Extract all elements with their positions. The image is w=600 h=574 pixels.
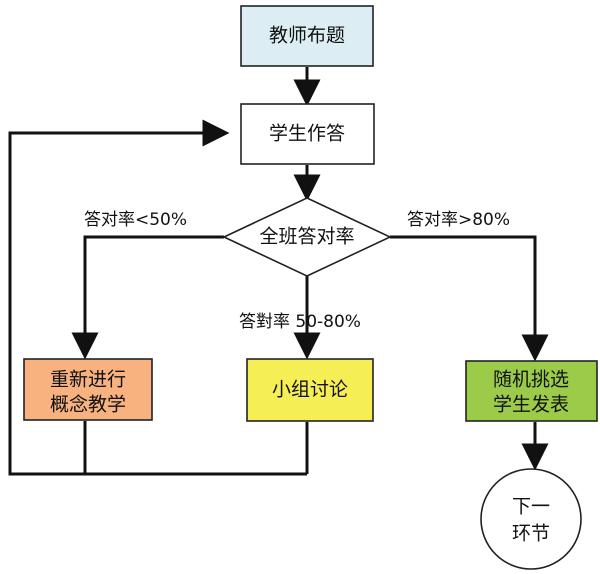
arrow-decision-to-reteach xyxy=(71,235,224,360)
edge-label-high-accuracy: 答对率>80% xyxy=(407,210,510,230)
arrow-loop-back-to-answer xyxy=(8,119,307,476)
class-accuracy-label: 全班答对率 xyxy=(259,226,354,248)
node-class-accuracy-decision: 全班答对率 xyxy=(222,197,392,277)
node-reteach-concept: 重新进行 概念教学 xyxy=(23,358,153,421)
students-answer-label: 学生作答 xyxy=(269,123,345,145)
teacher-assigns-box xyxy=(240,5,374,67)
next-step-label-line-2: 环节 xyxy=(512,523,550,545)
random-present-label-line-1: 随机挑选 xyxy=(493,369,569,391)
node-next-step: 下一 环节 xyxy=(480,468,582,570)
teacher-assigns-label: 教师布题 xyxy=(269,25,345,47)
group-discussion-label: 小组讨论 xyxy=(272,379,348,401)
node-students-answer: 学生作答 xyxy=(240,103,375,165)
connector-lines xyxy=(8,67,549,476)
random-present-label-line-2: 学生发表 xyxy=(493,394,569,416)
edge-label-mid-accuracy: 答對率 50-80% xyxy=(239,312,361,332)
node-group-discussion: 小组讨论 xyxy=(246,358,374,422)
reteach-label-line-2: 概念教学 xyxy=(50,393,126,416)
students-answer-box xyxy=(240,103,375,165)
node-random-present: 随机挑选 学生发表 xyxy=(465,360,598,422)
reteach-label-line-1: 重新进行 xyxy=(50,369,126,391)
edge-label-low-accuracy: 答对率<50% xyxy=(84,210,187,230)
next-step-circle xyxy=(480,468,582,570)
group-discussion-box xyxy=(246,358,374,422)
class-accuracy-diamond xyxy=(222,197,392,277)
arrow-decision-to-present xyxy=(390,235,549,362)
random-present-box xyxy=(465,360,598,422)
next-step-label-line-1: 下一 xyxy=(512,496,550,518)
reteach-box xyxy=(23,358,153,421)
node-teacher-assigns: 教师布题 xyxy=(240,5,374,67)
